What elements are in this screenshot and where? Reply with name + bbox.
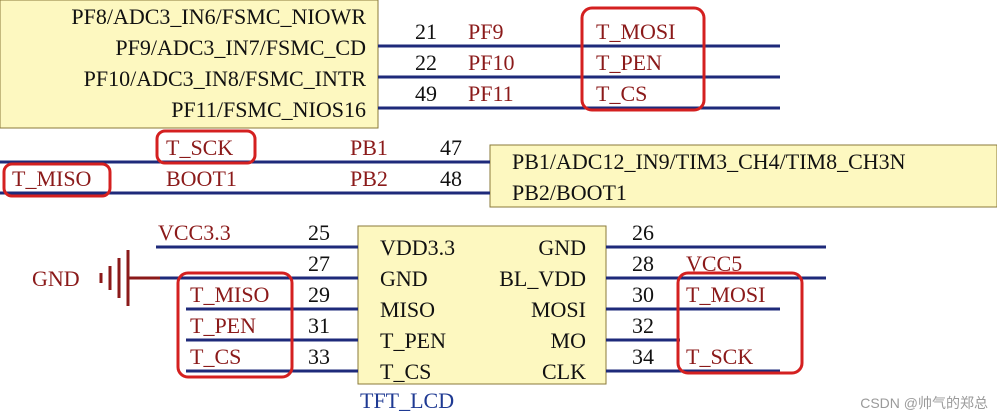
pin-number: 32: [632, 313, 654, 338]
tft-pin-label: GND: [380, 266, 428, 291]
tft-pin-label: T_PEN: [380, 328, 446, 353]
pin-number: 27: [308, 251, 330, 276]
mcu-pin-label: PB1/ADC12_IN9/TIM3_CH4/TIM8_CH3N: [512, 149, 906, 174]
net-tag: T_SCK: [166, 135, 233, 160]
pb-wires: T_SCK PB1 47 T_MISO BOOT1 PB2 48: [0, 129, 490, 198]
tft-pin-label: BL_VDD: [499, 266, 586, 291]
net-tag: T_CS: [190, 344, 241, 369]
pin-number: 28: [632, 251, 654, 276]
tft-body: [357, 225, 607, 385]
pin-number: 29: [308, 282, 330, 307]
pf-wires: 21 PF9 T_MOSI 22 PF10 T_PEN 49 PF11 T_CS: [378, 6, 780, 112]
mcu-pf-block: PF8/ADC3_IN6/FSMC_NIOWR PF9/ADC3_IN7/FSM…: [0, 0, 379, 129]
net-tag: T_MOSI: [596, 19, 675, 44]
net-tag: T_MISO: [12, 166, 91, 191]
mcu-pin-label: PB2/BOOT1: [512, 180, 627, 205]
tft-pin-label: MISO: [380, 297, 435, 322]
pin-number: 30: [632, 282, 654, 307]
tft-pin-label: GND: [538, 235, 586, 260]
highlight-box-tft-left: [176, 271, 294, 379]
pin-number: 48: [440, 166, 462, 191]
highlight-box-pf: [580, 6, 706, 112]
ground-symbol: GND: [32, 250, 160, 306]
tft-pin-label: CLK: [542, 359, 586, 384]
pin-number: 22: [415, 50, 437, 75]
watermark: CSDN @帅气的郑总: [860, 395, 988, 411]
net-tag: T_MISO: [190, 282, 269, 307]
net-label: VCC3.3: [158, 220, 231, 245]
mcu-pin-label: PF9/ADC3_IN7/FSMC_CD: [115, 35, 366, 60]
tft-title: TFT_LCD: [360, 388, 454, 413]
gnd-label: GND: [32, 266, 80, 291]
mcu-pin-label: PF10/ADC3_IN8/FSMC_INTR: [84, 66, 367, 91]
highlight-box-miso: [2, 162, 112, 198]
net-label: PF11: [468, 81, 514, 106]
highlight-box-tft-right: [676, 271, 804, 375]
tft-lcd-connector: 25 27 29 31 33 VCC3.3 T_MISO T_PEN T_CS …: [156, 220, 826, 413]
mcu-pb-block: PB1/ADC12_IN9/TIM3_CH4/TIM8_CH3N PB2/BOO…: [489, 144, 997, 208]
net-label: PB1: [350, 135, 388, 160]
pin-number: 25: [308, 220, 330, 245]
net-label: PF10: [468, 50, 514, 75]
pin-number: 31: [308, 313, 330, 338]
pin-number: 26: [632, 220, 654, 245]
net-label: PF9: [468, 19, 503, 44]
net-tag: T_CS: [596, 81, 647, 106]
net-tag: T_PEN: [596, 50, 662, 75]
mcu-pin-label: PF11/FSMC_NIOS16: [171, 97, 366, 122]
pin-number: 47: [440, 135, 462, 160]
pin-number: 34: [632, 344, 654, 369]
net-tag: T_MOSI: [686, 282, 765, 307]
mcu-pin-label: PF8/ADC3_IN6/FSMC_NIOWR: [71, 4, 366, 29]
net-tag: T_SCK: [686, 344, 753, 369]
pin-number: 33: [308, 344, 330, 369]
net-label: PB2: [350, 166, 388, 191]
tft-pin-label: MOSI: [531, 297, 586, 322]
pin-number: 21: [415, 19, 437, 44]
tft-pin-label: T_CS: [380, 359, 431, 384]
pin-number: 49: [415, 81, 437, 106]
net-tag: T_PEN: [190, 313, 256, 338]
net-label: BOOT1: [166, 166, 237, 191]
tft-pin-label: VDD3.3: [380, 235, 455, 260]
highlight-box-sck: [155, 129, 257, 165]
tft-pin-label: MO: [551, 328, 586, 353]
